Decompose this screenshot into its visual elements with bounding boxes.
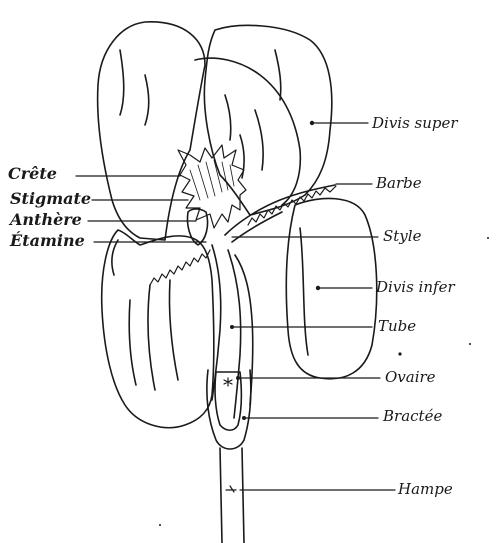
lower-left-vein-4 [112, 240, 118, 275]
dot-tube [230, 325, 234, 329]
petal-vein-1 [120, 50, 124, 115]
lower-left-vein-1 [129, 300, 136, 385]
crest-hatching [190, 160, 234, 200]
lower-left-vein-2 [148, 285, 155, 390]
label-hampe: Hampe [398, 482, 453, 497]
label-etamine: Étamine [10, 233, 85, 249]
stem-node [226, 486, 236, 492]
perianth-tube-right [228, 250, 241, 418]
speck-1 [487, 237, 489, 239]
lower-left-vein-3 [169, 280, 178, 380]
dot-bractee [242, 416, 246, 420]
upper-right-petal [204, 25, 331, 215]
stem-left [220, 448, 222, 543]
leader-dots [159, 121, 489, 526]
stem-right [242, 448, 244, 543]
dot-ovaire-above [398, 352, 401, 355]
leader-lines [76, 123, 395, 490]
petal-vein-6 [225, 95, 231, 140]
petal-vein-2 [145, 75, 149, 125]
lower-right-petal [286, 198, 376, 378]
lower-left-petal [102, 230, 214, 428]
label-divis-infer: Divis infer [376, 280, 455, 295]
beard-left [150, 250, 210, 285]
label-stigmate: Stigmate [10, 191, 91, 207]
dot-ovaire [236, 376, 240, 380]
upper-left-petal [98, 22, 205, 240]
ovary-detail [224, 378, 232, 386]
label-ovaire: Ovaire [385, 370, 436, 385]
petal-vein-4 [255, 110, 263, 170]
label-tube: Tube [378, 319, 416, 334]
label-style: Style [383, 229, 421, 244]
speck-2 [469, 343, 471, 345]
label-divis-super: Divis super [372, 116, 458, 131]
label-barbe: Barbe [376, 176, 422, 191]
label-crete: Crête [8, 166, 57, 182]
label-bractee: Bractée [383, 409, 442, 424]
inner-standard-fold [195, 58, 300, 205]
dot-divis-super [310, 121, 314, 125]
speck-3 [159, 524, 161, 526]
lower-right-inner [300, 228, 308, 355]
dot-divis-infer [316, 286, 320, 290]
label-anthere: Anthère [10, 212, 82, 228]
